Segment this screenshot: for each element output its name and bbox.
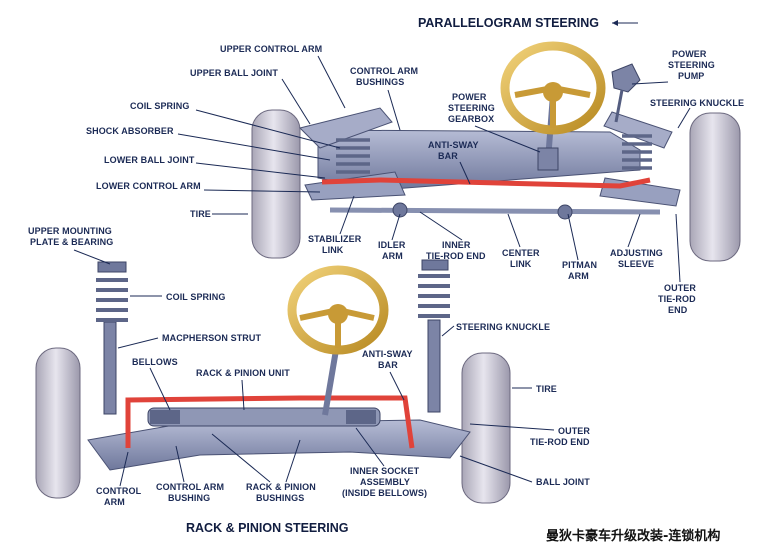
- tire-top-right: [689, 112, 741, 262]
- label-rp-bushings-2: BUSHINGS: [256, 493, 304, 503]
- label-macpherson-strut: MACPHERSON STRUT: [162, 333, 262, 343]
- label-center-link-2: LINK: [510, 259, 532, 269]
- label-control-arm-bushings-1: CONTROL ARM: [350, 66, 418, 76]
- rack-pinion-title: RACK & PINION STEERING: [186, 521, 349, 535]
- label-ps-gearbox-2: STEERING: [448, 103, 495, 113]
- label-ball-joint: BALL JOINT: [536, 477, 590, 487]
- label-bellows: BELLOWS: [132, 357, 178, 367]
- label-inner-socket-2: ASSEMBLY: [360, 477, 410, 487]
- label-control-arm-bushings-2: BUSHINGS: [356, 77, 404, 87]
- label-center-link-1: CENTER: [502, 248, 540, 258]
- coil-spring-top-right: [622, 134, 652, 170]
- leader-lines: [73, 55, 691, 487]
- tire-bottom-right: [461, 352, 511, 504]
- label-outer-tie-rod-top-1: OUTER: [664, 283, 696, 293]
- label-ps-pump-2: STEERING: [668, 60, 715, 70]
- label-anti-sway-top-2: BAR: [438, 151, 458, 161]
- label-shock-absorber: SHOCK ABSORBER: [86, 126, 174, 136]
- label-ps-pump-1: POWER: [672, 49, 707, 59]
- bellows-right: [346, 410, 376, 424]
- label-outer-tie-rod-bottom-2: TIE-ROD END: [530, 437, 590, 447]
- label-adjusting-sleeve-2: SLEEVE: [618, 259, 654, 269]
- center-link: [329, 207, 661, 215]
- label-inner-tie-rod-1: INNER: [442, 240, 471, 250]
- label-idler-arm-2: ARM: [382, 251, 403, 261]
- tire-bottom-left: [35, 347, 81, 499]
- label-tire-top: TIRE: [190, 209, 211, 219]
- label-rack-pinion-unit: RACK & PINION UNIT: [196, 368, 290, 378]
- label-stabilizer-link-2: LINK: [322, 245, 344, 255]
- label-steering-knuckle-top: STEERING KNUCKLE: [650, 98, 744, 108]
- power-steering-gearbox: [537, 147, 559, 171]
- label-ps-pump-3: PUMP: [678, 71, 704, 81]
- label-lower-control-arm: LOWER CONTROL ARM: [96, 181, 201, 191]
- label-upper-ball-joint: UPPER BALL JOINT: [190, 68, 278, 78]
- label-control-arm-2: ARM: [104, 497, 125, 507]
- watermark-text: 曼狄卡豪车升级改装-连锁机构: [546, 528, 720, 544]
- label-coil-spring-top: COIL SPRING: [130, 101, 189, 111]
- label-coil-spring-bottom: COIL SPRING: [166, 292, 225, 302]
- tire-top-left: [251, 109, 301, 259]
- parallelogram-assembly: [251, 41, 741, 262]
- steering-wheel-top: [500, 41, 606, 135]
- label-idler-arm-1: IDLER: [378, 240, 406, 250]
- crossmember: [317, 129, 641, 191]
- label-upper-mount-2: PLATE & BEARING: [30, 237, 113, 247]
- rack-pinion-unit: [147, 407, 381, 427]
- label-ps-gearbox-3: GEARBOX: [448, 114, 494, 124]
- anti-sway-bar-bottom: [125, 395, 415, 449]
- label-pitman-arm-2: ARM: [568, 271, 589, 281]
- label-control-arm-bushing-2: BUSHING: [168, 493, 210, 503]
- label-anti-sway-bottom-2: BAR: [378, 360, 398, 370]
- macpherson-strut-right: [418, 259, 450, 413]
- macpherson-strut-left: [96, 261, 128, 415]
- label-outer-tie-rod-bottom-1: OUTER: [558, 426, 590, 436]
- label-control-arm-1: CONTROL: [96, 486, 142, 496]
- label-upper-control-arm: UPPER CONTROL ARM: [220, 44, 322, 54]
- label-outer-tie-rod-top-3: END: [668, 305, 688, 315]
- label-outer-tie-rod-top-2: TIE-ROD: [658, 294, 696, 304]
- parallelogram-title: PARALLELOGRAM STEERING: [418, 16, 599, 30]
- label-stabilizer-link-1: STABILIZER: [308, 234, 362, 244]
- label-lower-ball-joint: LOWER BALL JOINT: [104, 155, 195, 165]
- label-tire-bottom: TIRE: [536, 384, 557, 394]
- label-inner-tie-rod-2: TIE-ROD END: [426, 251, 486, 261]
- bellows-left: [150, 410, 180, 424]
- steering-column-bottom: [322, 349, 339, 416]
- label-upper-mount-1: UPPER MOUNTING: [28, 226, 112, 236]
- label-pitman-arm-1: PITMAN: [562, 260, 597, 270]
- coil-spring-top-left: [336, 138, 370, 174]
- label-ps-gearbox-1: POWER: [452, 92, 487, 102]
- label-rp-bushings-1: RACK & PINION: [246, 482, 316, 492]
- label-steering-knuckle-bottom: STEERING KNUCKLE: [456, 322, 550, 332]
- label-control-arm-bushing-1: CONTROL ARM: [156, 482, 224, 492]
- steering-wheel-bottom: [287, 265, 389, 355]
- upper-control-arm-right: [603, 111, 673, 149]
- label-inner-socket-1: INNER SOCKET: [350, 466, 420, 476]
- power-steering-pump: [611, 63, 641, 93]
- label-anti-sway-bottom-1: ANTI-SWAY: [362, 349, 413, 359]
- anti-sway-bar-top: [321, 177, 651, 189]
- label-group: UPPER CONTROL ARM UPPER BALL JOINT CONTR…: [28, 44, 744, 507]
- label-anti-sway-top-1: ANTI-SWAY: [428, 140, 479, 150]
- rack-pinion-assembly: [35, 259, 511, 504]
- label-inner-socket-3: (INSIDE BELLOWS): [342, 488, 427, 498]
- label-adjusting-sleeve-1: ADJUSTING: [610, 248, 663, 258]
- title-arrow: [612, 20, 638, 26]
